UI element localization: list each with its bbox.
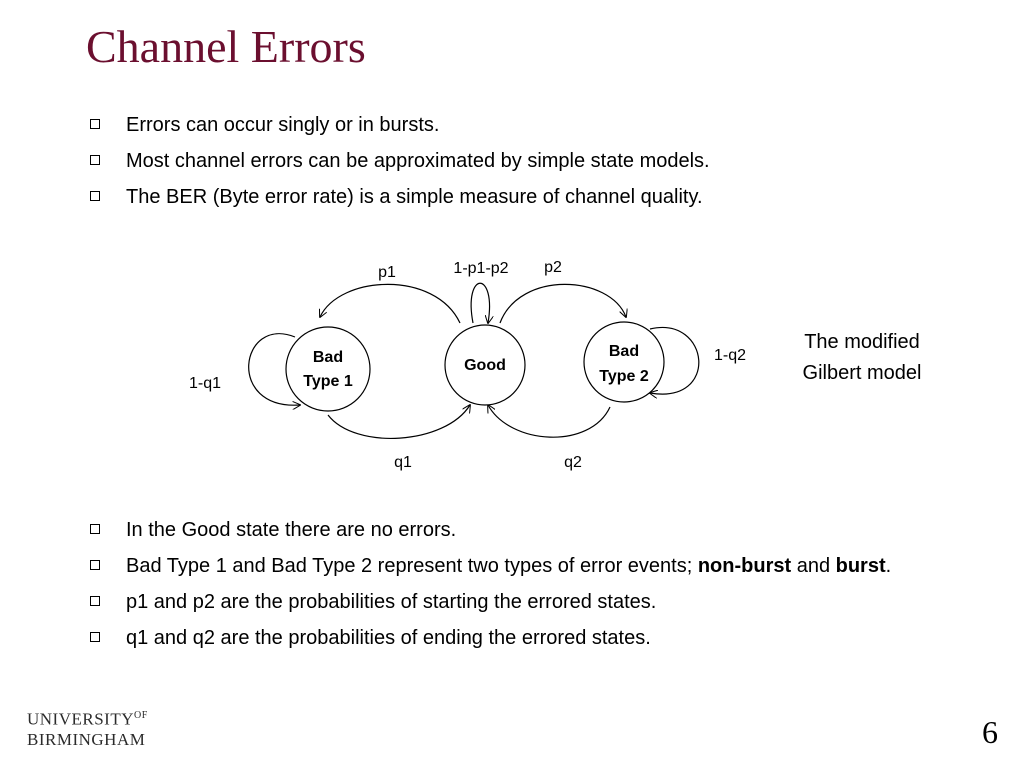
state-label: Bad bbox=[313, 349, 343, 366]
square-bullet-icon bbox=[90, 524, 100, 534]
page-number: 6 bbox=[982, 714, 998, 750]
bullet-item: The BER (Byte error rate) is a simple me… bbox=[88, 185, 948, 209]
diagram-caption: The modified Gilbert model bbox=[802, 331, 922, 384]
state-label: Type 2 bbox=[599, 368, 649, 385]
bullet-item: In the Good state there are no errors. bbox=[88, 518, 948, 542]
arrow-q1 bbox=[327, 405, 470, 439]
transition-label: p2 bbox=[544, 259, 562, 276]
slide-title: Channel Errors bbox=[86, 21, 366, 72]
bullet-item: Bad Type 1 and Bad Type 2 represent two … bbox=[88, 554, 948, 578]
bullet-item: q1 and q2 are the probabilities of endin… bbox=[88, 626, 948, 650]
state-label: Type 1 bbox=[303, 373, 353, 390]
transition-label: q1 bbox=[394, 454, 412, 471]
bullet-list-top: Errors can occur singly or in bursts. Mo… bbox=[88, 113, 948, 221]
square-bullet-icon bbox=[90, 191, 100, 201]
state-bad-type-2 bbox=[583, 321, 665, 403]
square-bullet-icon bbox=[90, 632, 100, 642]
transition-label: p1 bbox=[378, 264, 396, 281]
square-bullet-icon bbox=[90, 119, 100, 129]
state-good bbox=[444, 324, 526, 406]
bullet-item: Most channel errors can be approximated … bbox=[88, 149, 948, 173]
state-bad-type-1 bbox=[285, 326, 371, 412]
transition-label: 1-q2 bbox=[714, 347, 746, 364]
state-label: Good bbox=[464, 357, 506, 374]
square-bullet-icon bbox=[90, 596, 100, 606]
university-logo: UNIVERSITYOF BIRMINGHAM bbox=[27, 709, 148, 749]
arrow-good-self bbox=[470, 282, 489, 323]
arrow-p2 bbox=[499, 283, 626, 324]
transition-label: 1-p1-p2 bbox=[453, 260, 508, 277]
gilbert-model-diagram: Bad Type 1 Good Bad Type 2 p1 1-p1-p2 p2… bbox=[189, 259, 746, 471]
bullet-item: Errors can occur singly or in bursts. bbox=[88, 113, 948, 137]
square-bullet-icon bbox=[90, 560, 100, 570]
transition-label: 1-q1 bbox=[189, 375, 221, 392]
state-label: Bad bbox=[609, 343, 639, 360]
arrow-p1 bbox=[320, 283, 461, 324]
arrow-q2 bbox=[488, 405, 611, 438]
transition-label: q2 bbox=[564, 454, 582, 471]
bullet-item: p1 and p2 are the probabilities of start… bbox=[88, 590, 948, 614]
arrow-bad1-self bbox=[248, 333, 300, 406]
square-bullet-icon bbox=[90, 155, 100, 165]
bullet-list-bottom: In the Good state there are no errors. B… bbox=[88, 518, 948, 662]
arrow-bad2-self bbox=[650, 326, 700, 395]
